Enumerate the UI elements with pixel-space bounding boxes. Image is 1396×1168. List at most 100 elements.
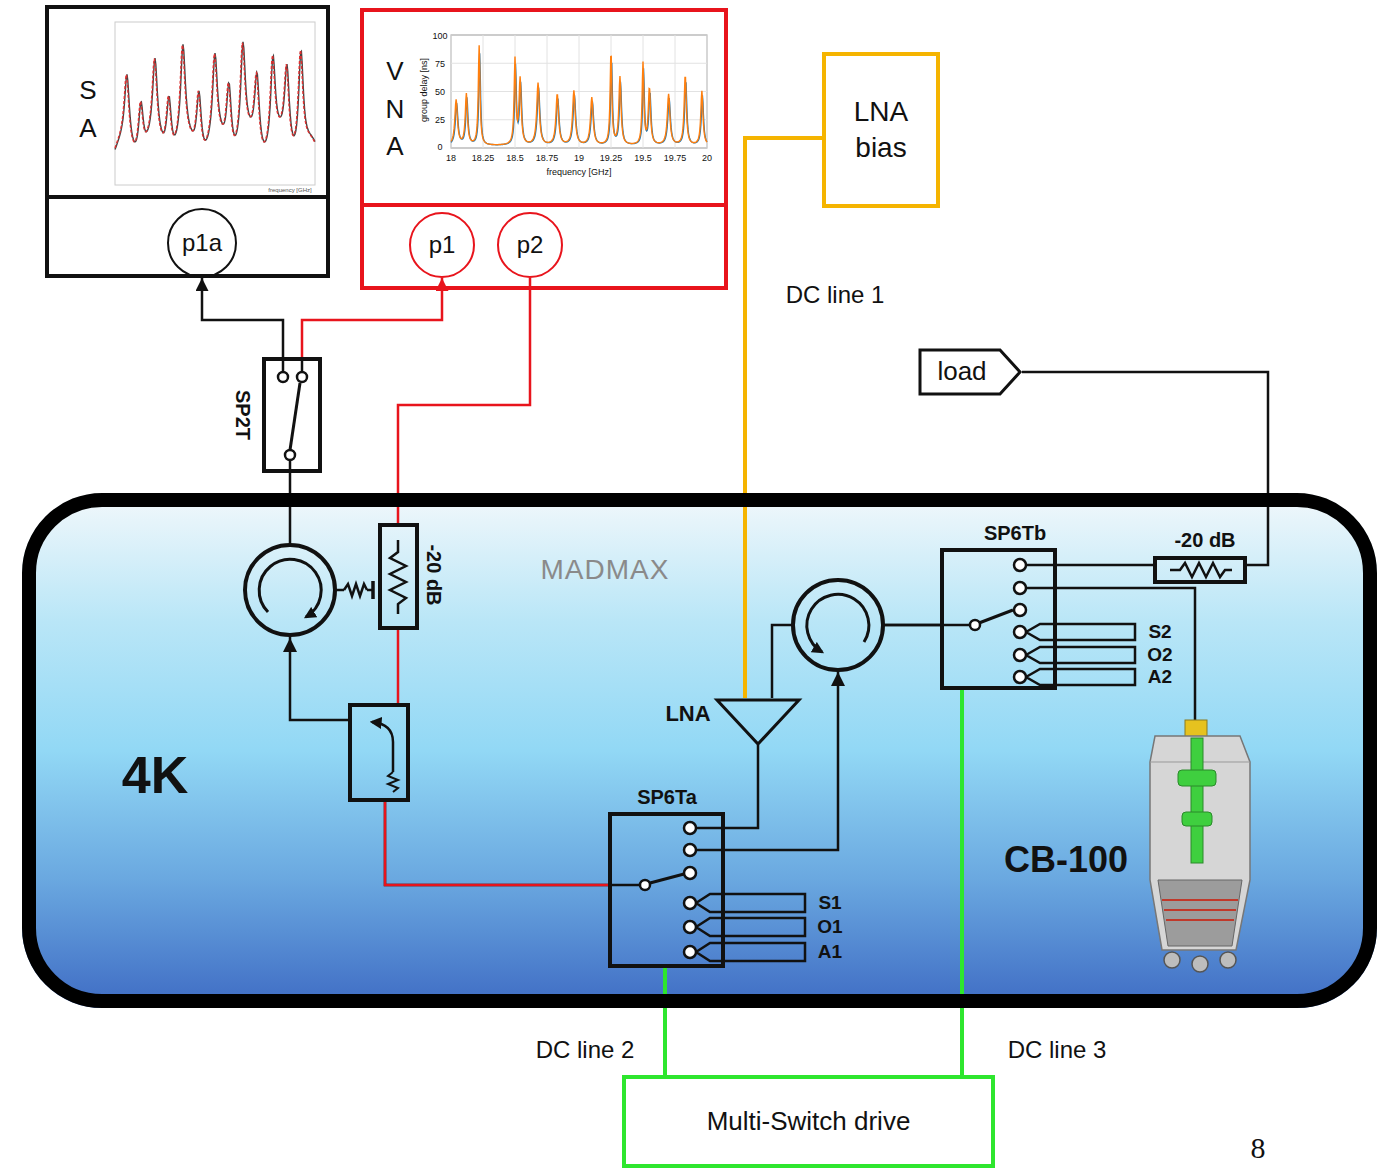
- instrument-fill: [360, 8, 728, 290]
- switch-contacts-part: [1014, 649, 1026, 661]
- port-circle-label: p2: [517, 231, 544, 260]
- switch-contacts-part: [1026, 588, 1195, 722]
- group-delay-plot: [451, 35, 707, 148]
- instrument-box: V N A p1 p2: [360, 8, 728, 290]
- switch-box: SP6Tb: [940, 548, 1057, 690]
- switch-contacts-part: [684, 946, 696, 958]
- switch-contacts-part: [640, 880, 650, 890]
- axis-label: 75: [435, 59, 445, 69]
- cb-100-illustration-part: [1191, 738, 1203, 863]
- part-label: 8: [1251, 1131, 1266, 1166]
- part-label: O2: [1147, 644, 1172, 666]
- group-delay-plot-part: [451, 63, 707, 64]
- cb-100-illustration-part: [1192, 956, 1208, 972]
- driver-box: Multi-Switch drive: [622, 1075, 995, 1168]
- axis-label: 18.25: [472, 153, 495, 163]
- circulator-symbol: [245, 545, 335, 635]
- switch-box-label: SP6Ta: [637, 785, 697, 809]
- termination-resistor-part: [344, 584, 367, 596]
- attenuator-symbol-part: [380, 525, 417, 628]
- cb-100-illustration: [1150, 720, 1250, 972]
- axis-label: 18: [446, 153, 456, 163]
- driver-box-label: Multi-Switch drive: [707, 1106, 911, 1137]
- cryostat-label: 4K: [122, 744, 188, 806]
- circulator-symbol-part: [807, 594, 869, 652]
- part-label: O1: [817, 916, 842, 938]
- group-delay-plot-part: [451, 35, 707, 148]
- cb-100-illustration-part: [1220, 952, 1236, 968]
- switch-contacts-part: [696, 894, 805, 912]
- switch-contacts-part: [282, 357, 285, 372]
- cb-100-illustration-part: [1166, 919, 1234, 921]
- axis-label: frequency [GHz]: [268, 187, 311, 194]
- axis-label: 19.5: [634, 153, 652, 163]
- attenuator-symbol-part: [1170, 563, 1232, 577]
- axis-label: frequency [GHz]: [546, 167, 611, 177]
- axis-label: group delay [ns]: [419, 58, 429, 122]
- switch-contacts-part: [650, 874, 684, 883]
- group-delay-plot-part: [451, 45, 707, 144]
- axis-label: 25: [435, 115, 445, 125]
- switch-contacts-part: [940, 624, 970, 627]
- group-delay-plot-part: [451, 119, 707, 120]
- signal-line: [1022, 372, 1268, 565]
- cryostat-fill: [22, 493, 1377, 1008]
- part-label: CB-100: [1004, 839, 1128, 880]
- signal-line: [725, 745, 758, 828]
- circulator-symbol-part: [793, 580, 883, 670]
- cb-100-illustration-part: [1178, 770, 1216, 786]
- axis-label: 19.25: [600, 153, 623, 163]
- port-circle-label: p1: [429, 231, 456, 260]
- part-label: -20 dB: [1174, 529, 1235, 552]
- line-label: DC line 2: [536, 1036, 635, 1064]
- cb-100-illustration-part: [1164, 952, 1180, 968]
- spectrum-plot-part: [115, 42, 315, 150]
- circulator-symbol-part: [245, 545, 335, 635]
- panel-divider: [360, 203, 728, 207]
- cb-100-illustration-part: [1164, 909, 1236, 911]
- attenuator-symbol-part: [1155, 558, 1245, 582]
- amplifier-symbol-outline: [715, 698, 801, 745]
- port-circle: p1a: [167, 208, 237, 278]
- axis-label: 100: [432, 31, 447, 41]
- directional-coupler-part: [350, 705, 408, 800]
- part-label: A1: [818, 941, 842, 963]
- part-label: A2: [1148, 666, 1172, 688]
- load-terminal: load: [918, 348, 1022, 396]
- group-delay-plot-part: [451, 91, 707, 92]
- amplifier-symbol-label: LNA: [665, 701, 710, 727]
- panel-divider: [45, 195, 330, 199]
- line-label: DC line 3: [1008, 1036, 1107, 1064]
- termination-resistor-part: [371, 581, 375, 599]
- part-label: MADMAX: [541, 554, 670, 586]
- switch-contacts-part: [1014, 626, 1026, 638]
- switch-contacts-part: [1014, 559, 1026, 571]
- axis-label: 19.75: [664, 153, 687, 163]
- directional-coupler-part: [388, 772, 398, 792]
- spectrum-plot: [115, 22, 315, 185]
- switch-contacts-part: [278, 372, 288, 382]
- cb-100-illustration-part: [1150, 736, 1250, 950]
- axis-label: 50: [435, 87, 445, 97]
- spectrum-plot-part: [115, 22, 315, 185]
- instrument-box-label: V N A: [382, 53, 408, 166]
- switch-contacts-part: [696, 849, 725, 852]
- axis-label: 0: [437, 142, 442, 152]
- switch-contacts-part: [290, 383, 300, 450]
- port-circle-label: p1a: [182, 229, 222, 258]
- switch-contacts-part: [1026, 564, 1057, 567]
- instrument-fill: [45, 5, 330, 278]
- switch-contacts-part: [696, 918, 805, 936]
- switch-contacts-part: [684, 921, 696, 933]
- termination-resistor: [335, 581, 373, 599]
- switch-contacts-part: [297, 372, 307, 382]
- switch-contacts-part: [1026, 624, 1135, 640]
- bias-box-label: LNA bias: [831, 94, 931, 167]
- signal-line: [663, 968, 667, 1075]
- circulator-symbol: [793, 580, 883, 670]
- circulator-symbol-part: [259, 559, 321, 617]
- termination-resistor-part: [335, 589, 344, 592]
- load-outline: [920, 350, 1020, 394]
